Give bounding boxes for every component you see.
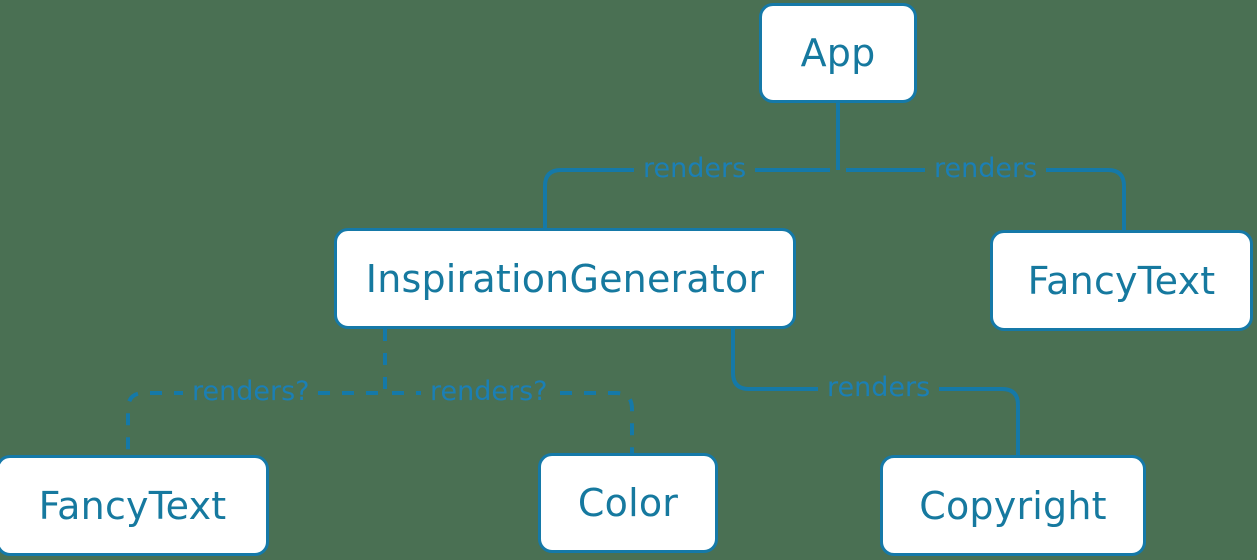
node-fancytext-right[interactable]: FancyText [990, 230, 1253, 331]
node-copyright[interactable]: Copyright [880, 455, 1146, 556]
node-color[interactable]: Color [538, 453, 718, 553]
node-fancytext-bottom-label: FancyText [38, 483, 227, 528]
edge-label-inspirationgenerator-copyright: renders [818, 374, 940, 401]
node-inspirationgenerator[interactable]: InspirationGenerator [334, 228, 796, 329]
edge-app-to-inspirationgenerator [543, 168, 830, 228]
node-color-label: Color [577, 481, 679, 525]
node-fancytext-right-label: FancyText [1027, 258, 1216, 303]
edge-inspirationgenerator-to-color [392, 391, 634, 453]
edge-label-inspirationgenerator-fancytext-bottom: renders? [183, 378, 319, 405]
node-app-label: App [800, 31, 876, 75]
node-app[interactable]: App [759, 3, 917, 103]
edge-label-inspirationgenerator-color: renders? [421, 378, 557, 405]
edge-app-to-fancytext-right [846, 168, 1126, 230]
edge-label-app-inspirationgenerator: renders [634, 155, 756, 182]
edge-label-app-fancytext-right: renders [925, 155, 1047, 182]
node-copyright-label: Copyright [919, 483, 1107, 528]
edge-inspirationgenerator-to-fancytext-bottom [126, 391, 378, 455]
node-fancytext-bottom[interactable]: FancyText [0, 455, 269, 556]
node-inspirationgenerator-label: InspirationGenerator [365, 256, 765, 301]
